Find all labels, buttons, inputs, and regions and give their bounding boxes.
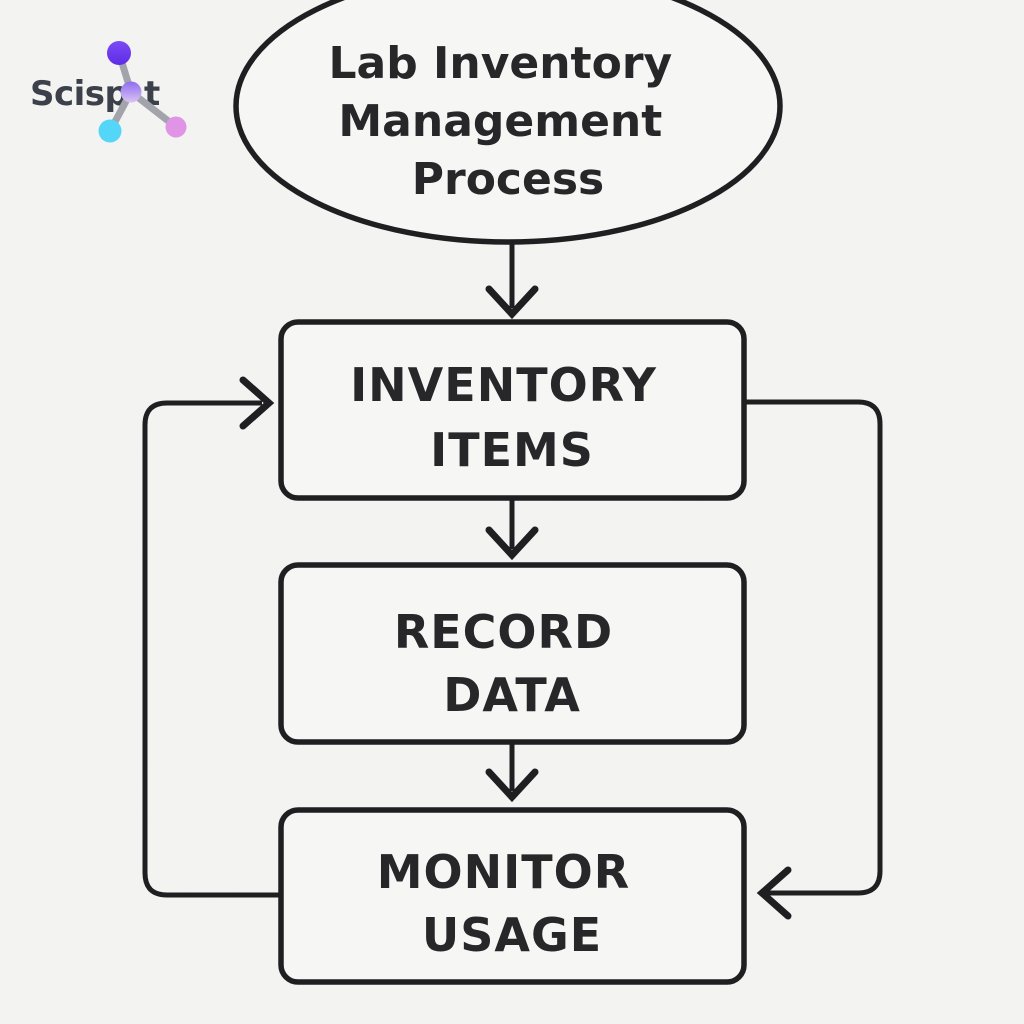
edge-monitor-to-inventory-feedback: [142, 376, 281, 898]
start-node-lab-inventory-management-process: Lab Inventory Management Process: [233, 0, 783, 245]
edge-line: [744, 399, 883, 896]
node-box: [278, 807, 747, 985]
start-node-ellipse: [233, 0, 783, 245]
edge-inventory-to-monitor-bypass: [744, 399, 883, 920]
node-label: RECORD DATA: [394, 605, 630, 722]
arrowhead-right-icon: [239, 376, 275, 430]
edge-record-to-monitor: [485, 743, 539, 803]
molecule-dot-center: [120, 81, 142, 103]
edge-start-to-inventory: [485, 244, 539, 320]
node-inventory-items: INVENTORY ITEMS: [278, 319, 747, 501]
node-label: INVENTORY ITEMS: [350, 358, 674, 477]
start-node-label: Lab Inventory Management Process: [328, 38, 687, 205]
arrowhead-down-icon: [485, 768, 539, 803]
molecule-dot-right: [165, 116, 187, 138]
node-label: MONITOR USAGE: [377, 845, 647, 962]
molecule-icon: [98, 41, 187, 143]
molecule-dot-left: [98, 119, 122, 143]
logo-text-prefix: Scisp: [30, 74, 128, 114]
molecule-dot-top: [107, 41, 131, 65]
arrowhead-down-icon: [485, 526, 539, 561]
arrowhead-left-icon: [756, 866, 792, 920]
arrowhead-down-icon: [485, 285, 539, 320]
scispot-logo: Scisp t: [30, 41, 187, 143]
node-box: [278, 319, 747, 501]
edges: [142, 244, 883, 920]
edge-inventory-to-record: [485, 499, 539, 561]
node-box: [278, 562, 747, 745]
node-record-data: RECORD DATA: [278, 562, 747, 745]
edge-line: [142, 400, 281, 898]
node-monitor-usage: MONITOR USAGE: [278, 807, 747, 985]
